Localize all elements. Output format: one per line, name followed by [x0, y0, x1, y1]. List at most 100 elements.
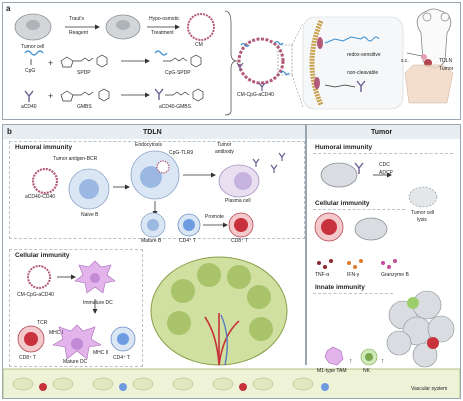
cell-membrane-icon — [187, 13, 215, 41]
tumor-cellular-title: Cellular immunity — [315, 200, 370, 207]
tumor-label: Tumor — [439, 66, 454, 72]
nk-cell-icon — [360, 348, 378, 366]
spdp-icon — [60, 54, 108, 68]
mature-b-label: Mature B — [141, 238, 162, 244]
mouse-icon — [404, 8, 454, 104]
cellular-region — [9, 249, 143, 367]
acd40-cd40-label: aCD40-CD40 — [25, 194, 56, 200]
mature-dc-icon — [52, 324, 102, 360]
immature-dc-label: Immature DC — [83, 300, 113, 306]
acd40-gmbs-icon — [154, 88, 204, 102]
svg-text:+: + — [48, 58, 53, 68]
acd40-antibody-icon — [24, 90, 34, 102]
immature-dc-icon — [74, 260, 116, 294]
ifn-label: IFN-γ — [347, 272, 360, 278]
humoral-region — [9, 141, 305, 239]
naive-b-cell-icon — [68, 168, 110, 210]
cm-label: CM — [195, 42, 203, 48]
tumor-antigen-bcr-label: Tumor antigen-BCR — [53, 156, 98, 162]
activated-b-cell-icon — [130, 150, 180, 200]
mhc2-label: MHC II — [93, 350, 109, 356]
panel-b: b TDLN Tumor Humoral immunity Cellular i… — [2, 124, 461, 399]
tumor-cell-icon — [14, 13, 52, 41]
nk-label: NK — [363, 368, 370, 374]
m1-tam-label: M1-type TAM — [317, 368, 347, 374]
panel-a: a + — [2, 2, 461, 120]
tcr-label: TCR — [37, 320, 48, 326]
tdln-title: TDLN — [143, 129, 162, 136]
cd4-t-label-2: CD4⁺ T — [113, 355, 130, 361]
panel-a-label: a — [6, 4, 11, 13]
mature-dc-label: Mature DC — [63, 359, 88, 365]
adcp-label: ADCP — [379, 170, 393, 176]
cm-cpg-acd40-label: CM-CpG-aCD40 — [237, 92, 274, 98]
bracket — [224, 10, 238, 116]
thiolated-cell-icon — [105, 14, 141, 40]
cytokine-dots — [317, 259, 397, 269]
gmbs-label: GMBS — [77, 104, 92, 110]
lymph-node-icon — [150, 256, 288, 366]
tnf-label: TNF-α — [315, 272, 330, 278]
cm-cpg-acd40-icon — [236, 37, 290, 91]
cd4-t-cell-icon-1 — [177, 213, 201, 237]
cd8-t-label-1: CD8⁺ T — [231, 238, 248, 244]
tdln-label: TDLN — [439, 58, 453, 64]
gmbs-icon — [60, 88, 110, 102]
promote-label: Promote — [205, 214, 224, 220]
tumor-header-bar — [307, 125, 460, 139]
mature-b-cell-icon — [140, 212, 166, 238]
up-arrow-tam: ↑ — [349, 358, 353, 365]
tumor-cell-lysis-label-1: Tumor cell — [411, 210, 435, 216]
reagent-label: Reagent — [69, 30, 88, 36]
cd8-t-cell-icon-1 — [228, 212, 254, 238]
naive-b-label: Naive B — [81, 212, 99, 218]
cd8-t-cell-icon-2 — [17, 325, 45, 353]
tumor-humoral-title: Humoral immunity — [315, 144, 373, 151]
cm-cpg-acd40-label-b: CM-CpG-aCD40 — [17, 292, 54, 298]
membrane-bilayer — [309, 20, 324, 106]
up-arrow-nk: ↑ — [381, 358, 385, 365]
tumor-cell-label: Tumor cell — [21, 44, 45, 50]
panel-b-graphics: ↑ ↑ — [3, 150, 460, 398]
mhc1-label: MHC I — [49, 330, 64, 336]
panel-a-graphics: + + — [14, 8, 454, 116]
humoral-title: Humoral immunity — [15, 144, 73, 151]
plasma-cell-label: Plasma cell — [225, 198, 251, 204]
lysed-tumor-cell-icon — [408, 186, 438, 208]
svg-text:+: + — [48, 91, 53, 101]
cellular-title: Cellular immunity — [15, 252, 70, 259]
innate-divider — [313, 293, 393, 294]
cpg-spdp-icon — [154, 50, 202, 68]
tumor-antibody-label-2: antibody — [215, 149, 234, 155]
tumor-cell-humoral-icon — [320, 162, 364, 188]
vascular-cells — [12, 377, 329, 391]
panel-b-label: b — [7, 127, 12, 136]
cm-vesicle-icon-2 — [27, 265, 51, 289]
sc-label: s.c. — [401, 58, 409, 64]
tumor-cell-lysis-label-2: lysis — [417, 217, 427, 223]
cd8-t-label-2: CD8⁺ T — [19, 355, 36, 361]
tumor-mass-icon — [386, 290, 455, 368]
non-cleavable-label: non-cleavable — [347, 70, 379, 76]
endocytosis-label: Endocytosis — [135, 142, 162, 148]
spdp-label: SPDP — [77, 70, 91, 76]
plasma-cell-icon — [218, 152, 286, 198]
trauts-label: Traut's — [69, 16, 84, 22]
tumor-cellular-divider — [313, 209, 405, 210]
vascular-system-label: Vascular system — [411, 386, 448, 392]
redox-sensitive-label: redox-sensitive — [347, 52, 381, 58]
cd8-t-cell-tumor-icon — [314, 212, 344, 242]
cpg-spdp-label: CpG-SPDP — [165, 70, 191, 76]
panel-divider — [305, 125, 307, 365]
cd4-t-label-1: CD4⁺ T — [179, 238, 196, 244]
cpg-tlr9-label: CpG-TLR9 — [169, 150, 194, 156]
tumor-antibody-label-1: Tumor — [217, 142, 232, 148]
granzyme-label: Granzyme B — [381, 272, 409, 278]
cd4-t-cell-icon-2 — [110, 326, 136, 352]
acd40-gmbs-label: aCD40-GMBS — [159, 104, 191, 110]
cdc-label: CDC — [379, 162, 390, 168]
m1-tam-icon — [324, 346, 344, 366]
hypo-osmotic-label: Hypo-osmotic — [149, 16, 180, 22]
treatment-label: Treatment — [151, 30, 174, 36]
cpg-icon — [24, 50, 44, 65]
